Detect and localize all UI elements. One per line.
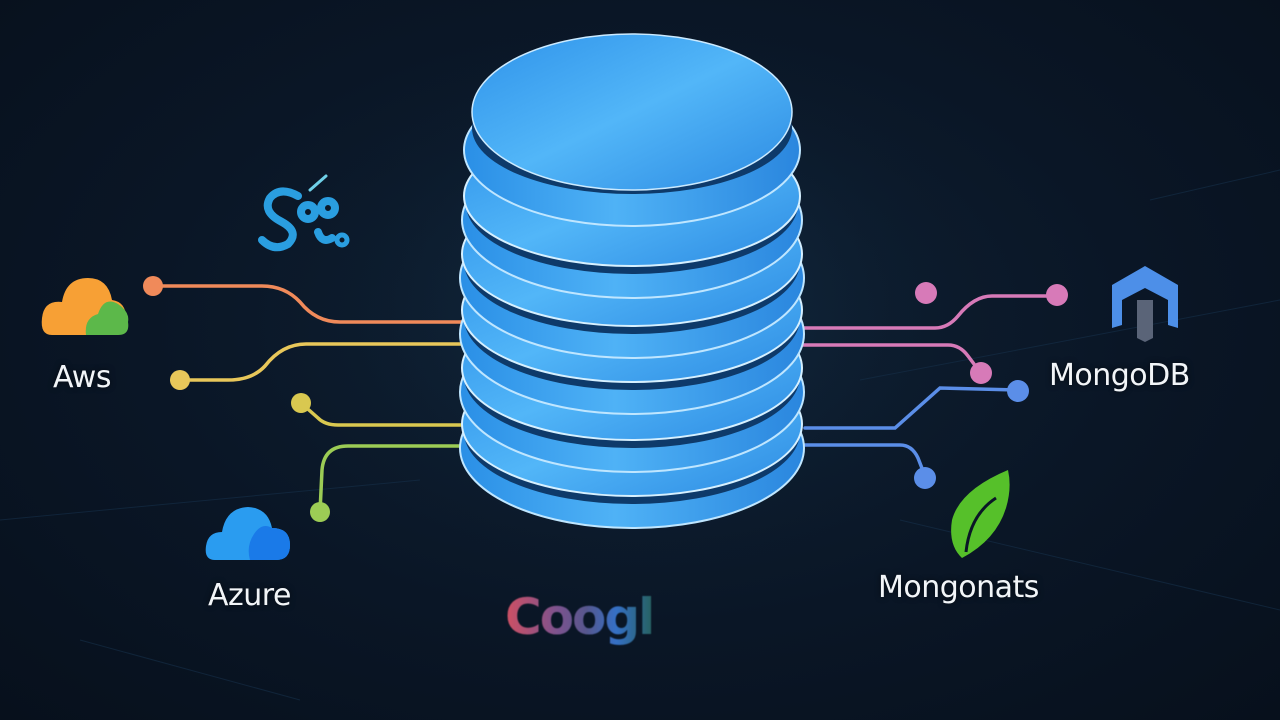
connector-node — [310, 502, 330, 522]
connector-node — [1007, 380, 1029, 402]
azure-cloud-icon — [205, 507, 290, 560]
connector-azure-2 — [318, 444, 472, 514]
connector-node — [915, 282, 937, 304]
connector-node — [143, 276, 163, 296]
database-top-disk — [463, 33, 801, 227]
aws-label: Aws — [53, 360, 111, 395]
mongonats-label: Mongonats — [878, 570, 1039, 605]
azure-label: Azure — [208, 578, 291, 613]
connector-node — [914, 467, 936, 489]
aws-cloud-icon — [41, 278, 129, 335]
connector-node — [1046, 284, 1068, 306]
connector-node — [291, 393, 311, 413]
left-connectors — [143, 276, 472, 522]
database-cylinder-icon — [459, 33, 805, 529]
connector-aws-2 — [178, 342, 470, 382]
connector-node — [970, 362, 992, 384]
connector-aws-1 — [151, 284, 470, 324]
right-connectors — [798, 282, 1068, 489]
google-wordmark: Coogl — [505, 588, 655, 646]
connector-mongonats-2 — [803, 443, 927, 478]
leaf-icon — [951, 470, 1010, 558]
connector-azure-1 — [299, 401, 472, 427]
mongodb-label: MongoDB — [1049, 358, 1190, 393]
connector-mongonats-1 — [803, 386, 1019, 430]
connector-mongodb-1 — [798, 294, 1058, 330]
mongodb-cube-icon — [1112, 266, 1178, 342]
connector-node — [170, 370, 190, 390]
connector-mongodb-2 — [798, 343, 982, 374]
swirl-logo-icon — [258, 174, 350, 252]
